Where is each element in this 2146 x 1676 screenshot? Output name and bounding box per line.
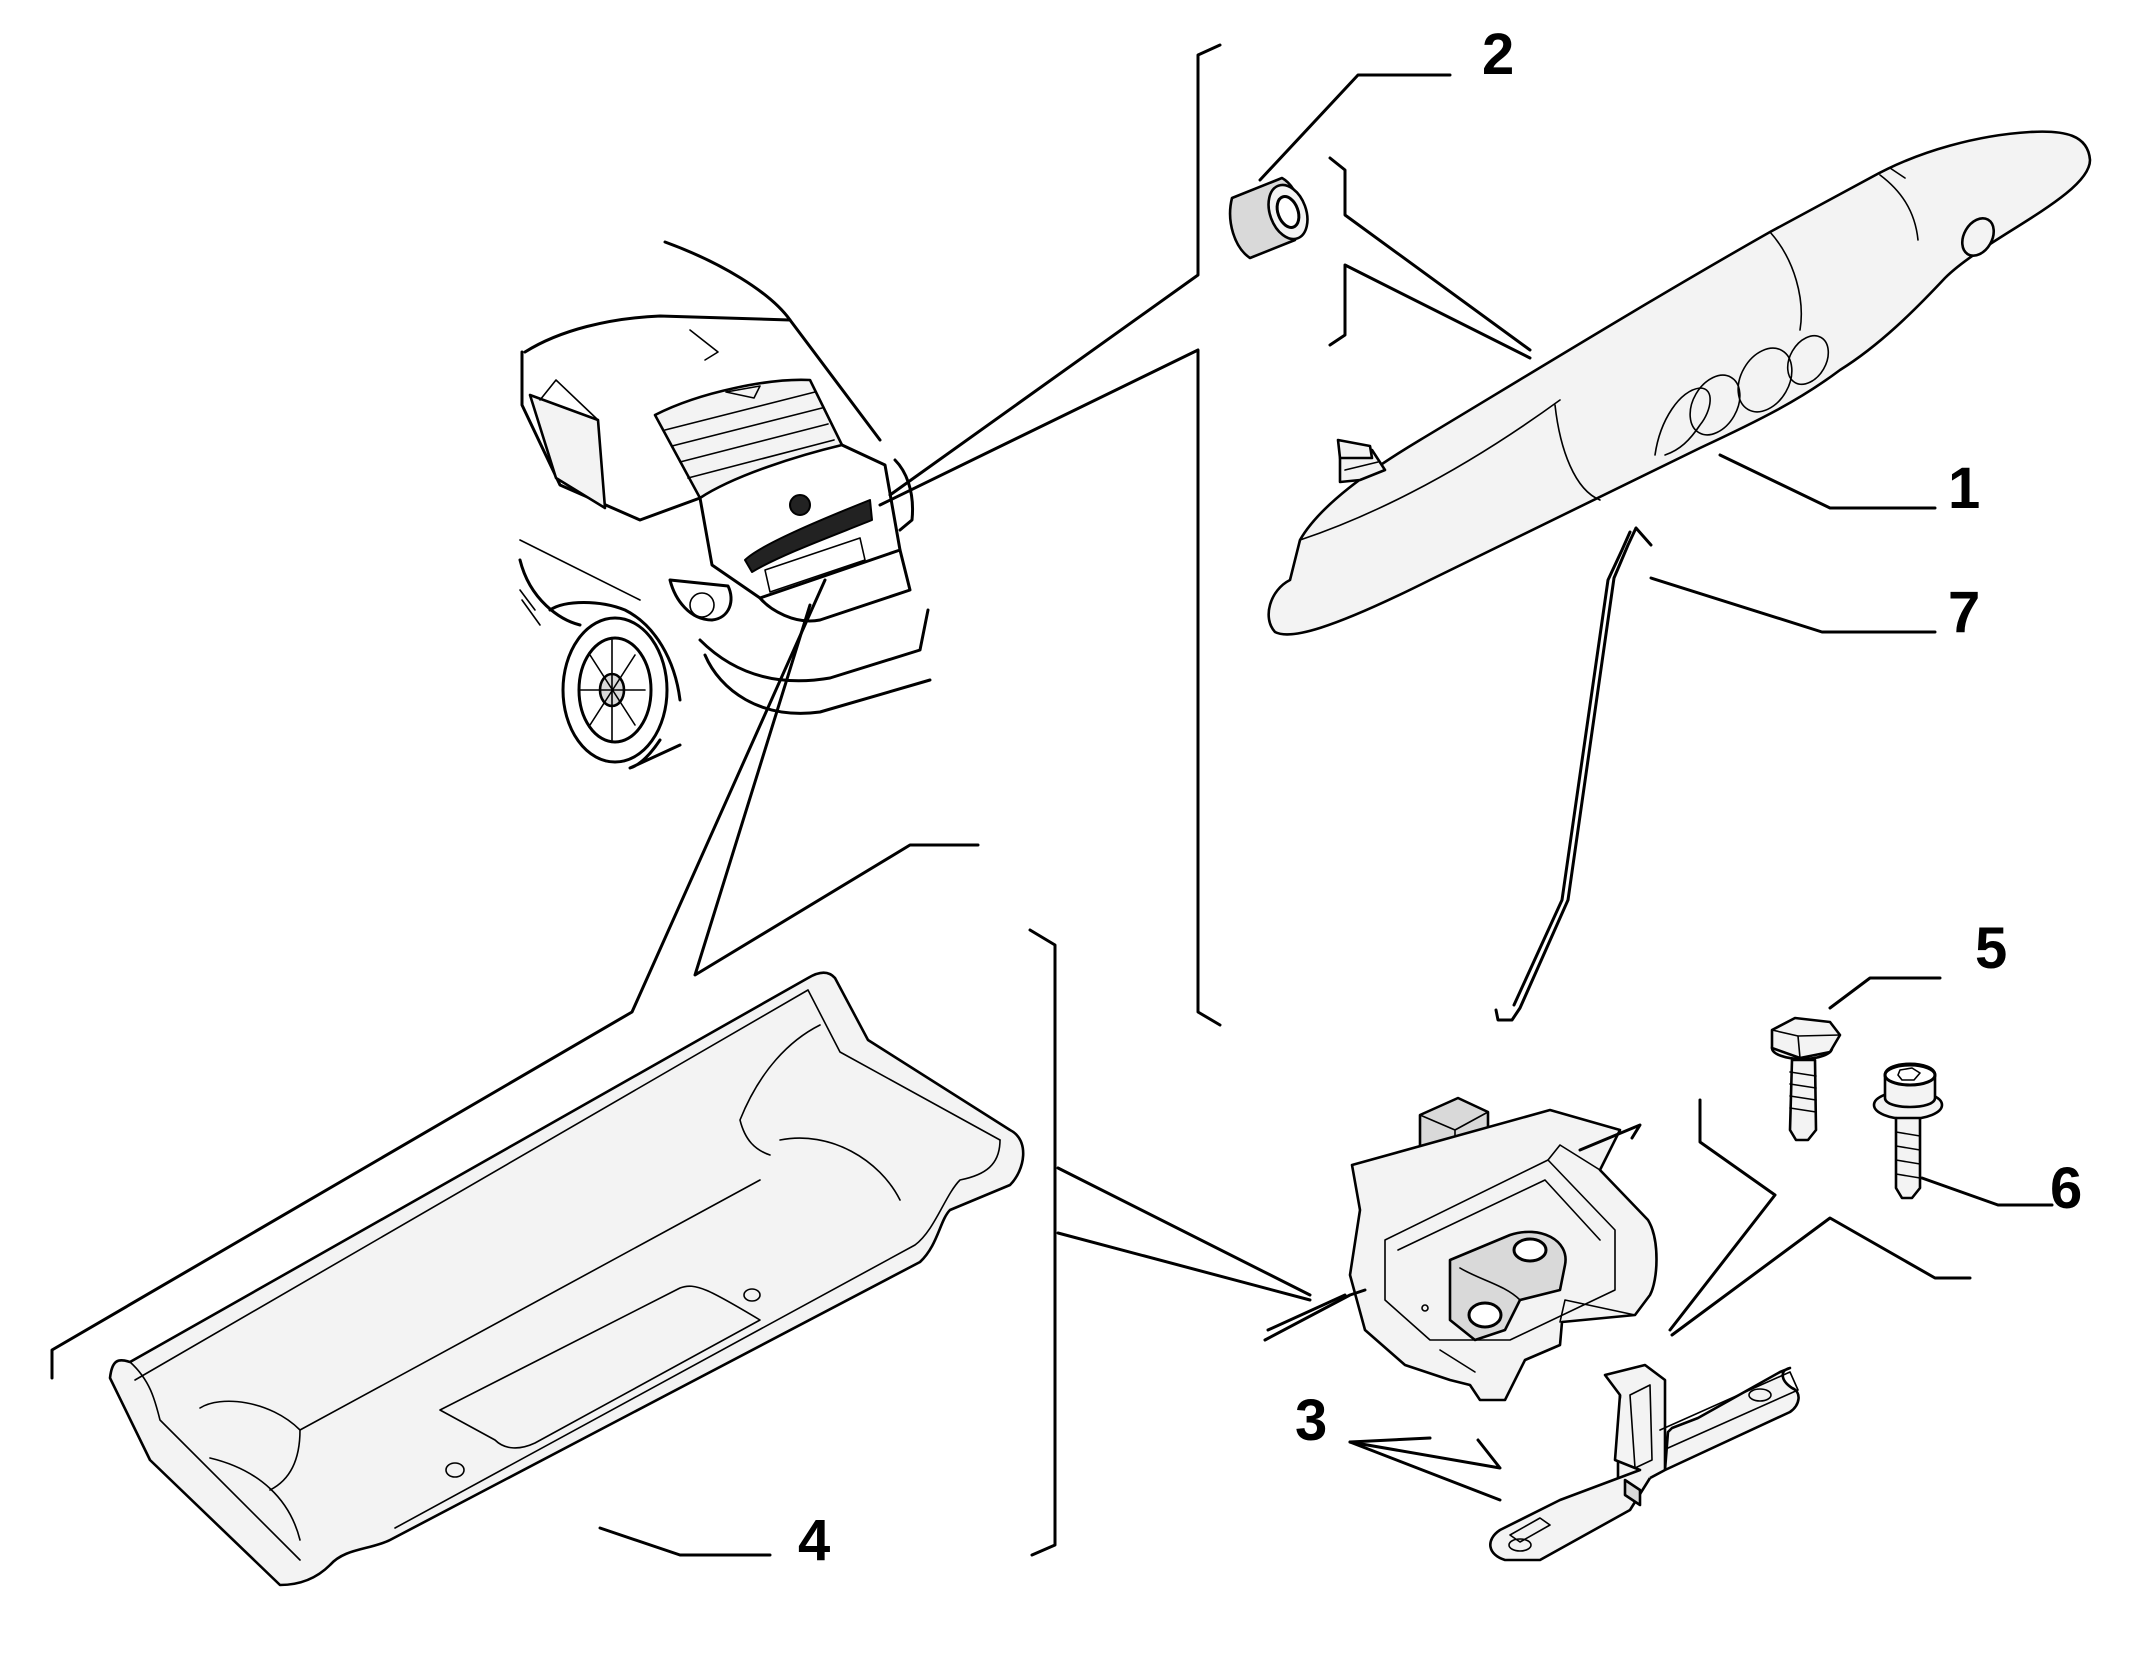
callout-7: 7 xyxy=(1948,580,1980,645)
car-illustration xyxy=(518,240,932,770)
part-6-socket-bolt xyxy=(1872,1062,2054,1207)
part-7-rod xyxy=(1494,526,1653,1022)
part-5-hex-bolt xyxy=(1770,976,1942,1142)
handle-logo: 500 xyxy=(1654,334,1830,521)
part-4-trim-panel xyxy=(108,971,1025,1587)
callout-1: 1 xyxy=(1948,456,1980,521)
callout-5: 5 xyxy=(1975,916,2007,981)
handle-logo-text: 500 xyxy=(1680,519,1682,521)
part-2-grommet xyxy=(1228,176,1309,260)
part-1-tailgate-handle: 500 xyxy=(1267,130,2092,636)
leader-lines xyxy=(50,43,1972,1557)
callout-leaders xyxy=(598,73,1937,1557)
callout-4: 4 xyxy=(798,1508,830,1573)
part-3-lock xyxy=(1263,1096,1658,1402)
callout-2: 2 xyxy=(1482,22,1514,87)
callout-labels: 1 2 3 4 5 6 7 xyxy=(798,22,2082,1573)
callout-6: 6 xyxy=(2050,1156,2082,1221)
part-3-striker xyxy=(1489,1363,1800,1562)
callout-3: 3 xyxy=(1295,1388,1327,1453)
